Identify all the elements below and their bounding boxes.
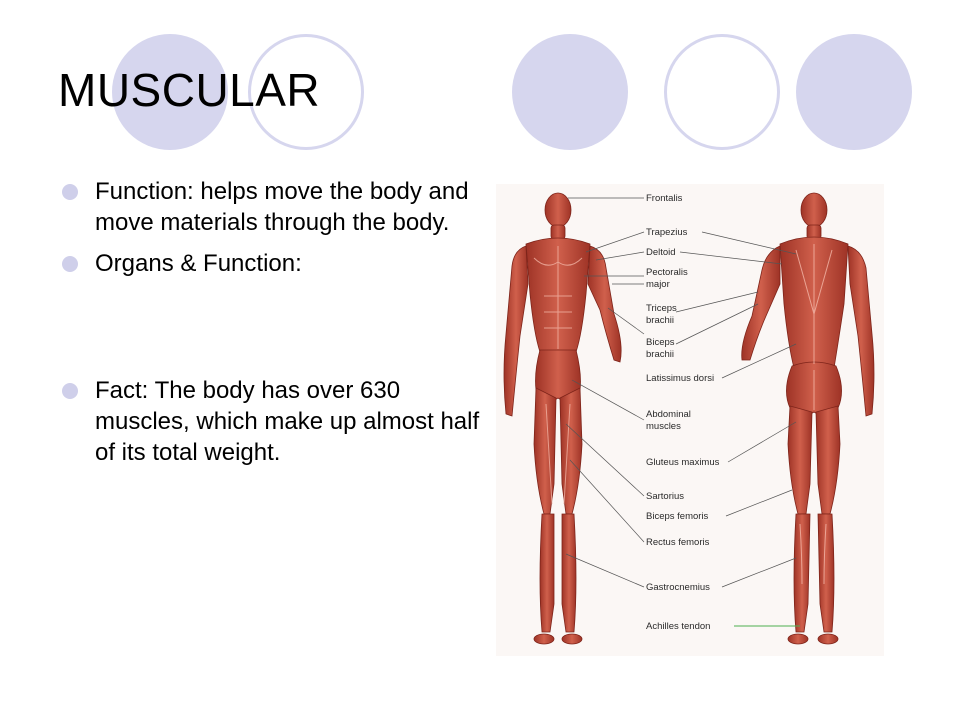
front-body-figure [503,192,622,645]
label-abdominal-muscles: muscles [646,421,681,432]
muscle-diagram: Frontalis Trapezius Deltoid Pectoralis m… [503,192,875,645]
label-biceps-brachii: brachii [646,349,674,360]
bullet-dot-icon [62,383,78,399]
label-leader-lines [565,197,797,588]
label-triceps-brachii: brachii [646,315,674,326]
bullet-text: Fact: The body has over 630 muscles, whi… [95,377,480,466]
decor-circle-ring-1 [248,34,364,150]
label-gluteus-maximus: Gluteus maximus [646,457,720,468]
label-biceps-femoris: Biceps femoris [646,511,709,522]
back-body-figure [741,192,875,645]
bullet-text: Function: helps move the body and move m… [95,178,469,236]
label-triceps: Triceps [646,303,677,314]
bullet-text: Organs & Function: [95,250,302,277]
label-biceps: Biceps [646,337,675,348]
decor-circle-filled-1 [112,34,228,150]
bullet-function: Function: helps move the body and move m… [62,176,482,238]
label-pectoralis-major: major [646,279,670,290]
back-muscle-details [795,244,833,585]
decor-circle-filled-2 [512,34,628,150]
bullet-fact: Fact: The body has over 630 muscles, whi… [62,375,482,468]
muscular-system-illustration: Frontalis Trapezius Deltoid Pectoralis m… [496,184,884,656]
muscle-labels: Frontalis Trapezius Deltoid Pectoralis m… [646,193,720,632]
slide-title: MUSCULAR [58,64,321,116]
label-pectoralis: Pectoralis [646,267,688,278]
bullet-dot-icon [62,256,78,272]
label-achilles-tendon: Achilles tendon [646,621,710,632]
label-trapezius: Trapezius [646,227,688,238]
front-muscle-details [533,246,583,505]
bullet-dot-icon [62,184,78,200]
label-deltoid: Deltoid [646,247,676,258]
decor-circle-ring-2 [664,34,780,150]
label-rectus-femoris: Rectus femoris [646,537,710,548]
decor-circle-filled-3 [796,34,912,150]
label-abdominal: Abdominal [646,409,691,420]
label-frontalis: Frontalis [646,193,683,204]
bullet-list: Function: helps move the body and move m… [62,176,482,468]
bullet-organs: Organs & Function: [62,248,482,279]
label-sartorius: Sartorius [646,491,684,502]
label-latissimus-dorsi: Latissimus dorsi [646,373,714,384]
label-gastrocnemius: Gastrocnemius [646,582,710,593]
